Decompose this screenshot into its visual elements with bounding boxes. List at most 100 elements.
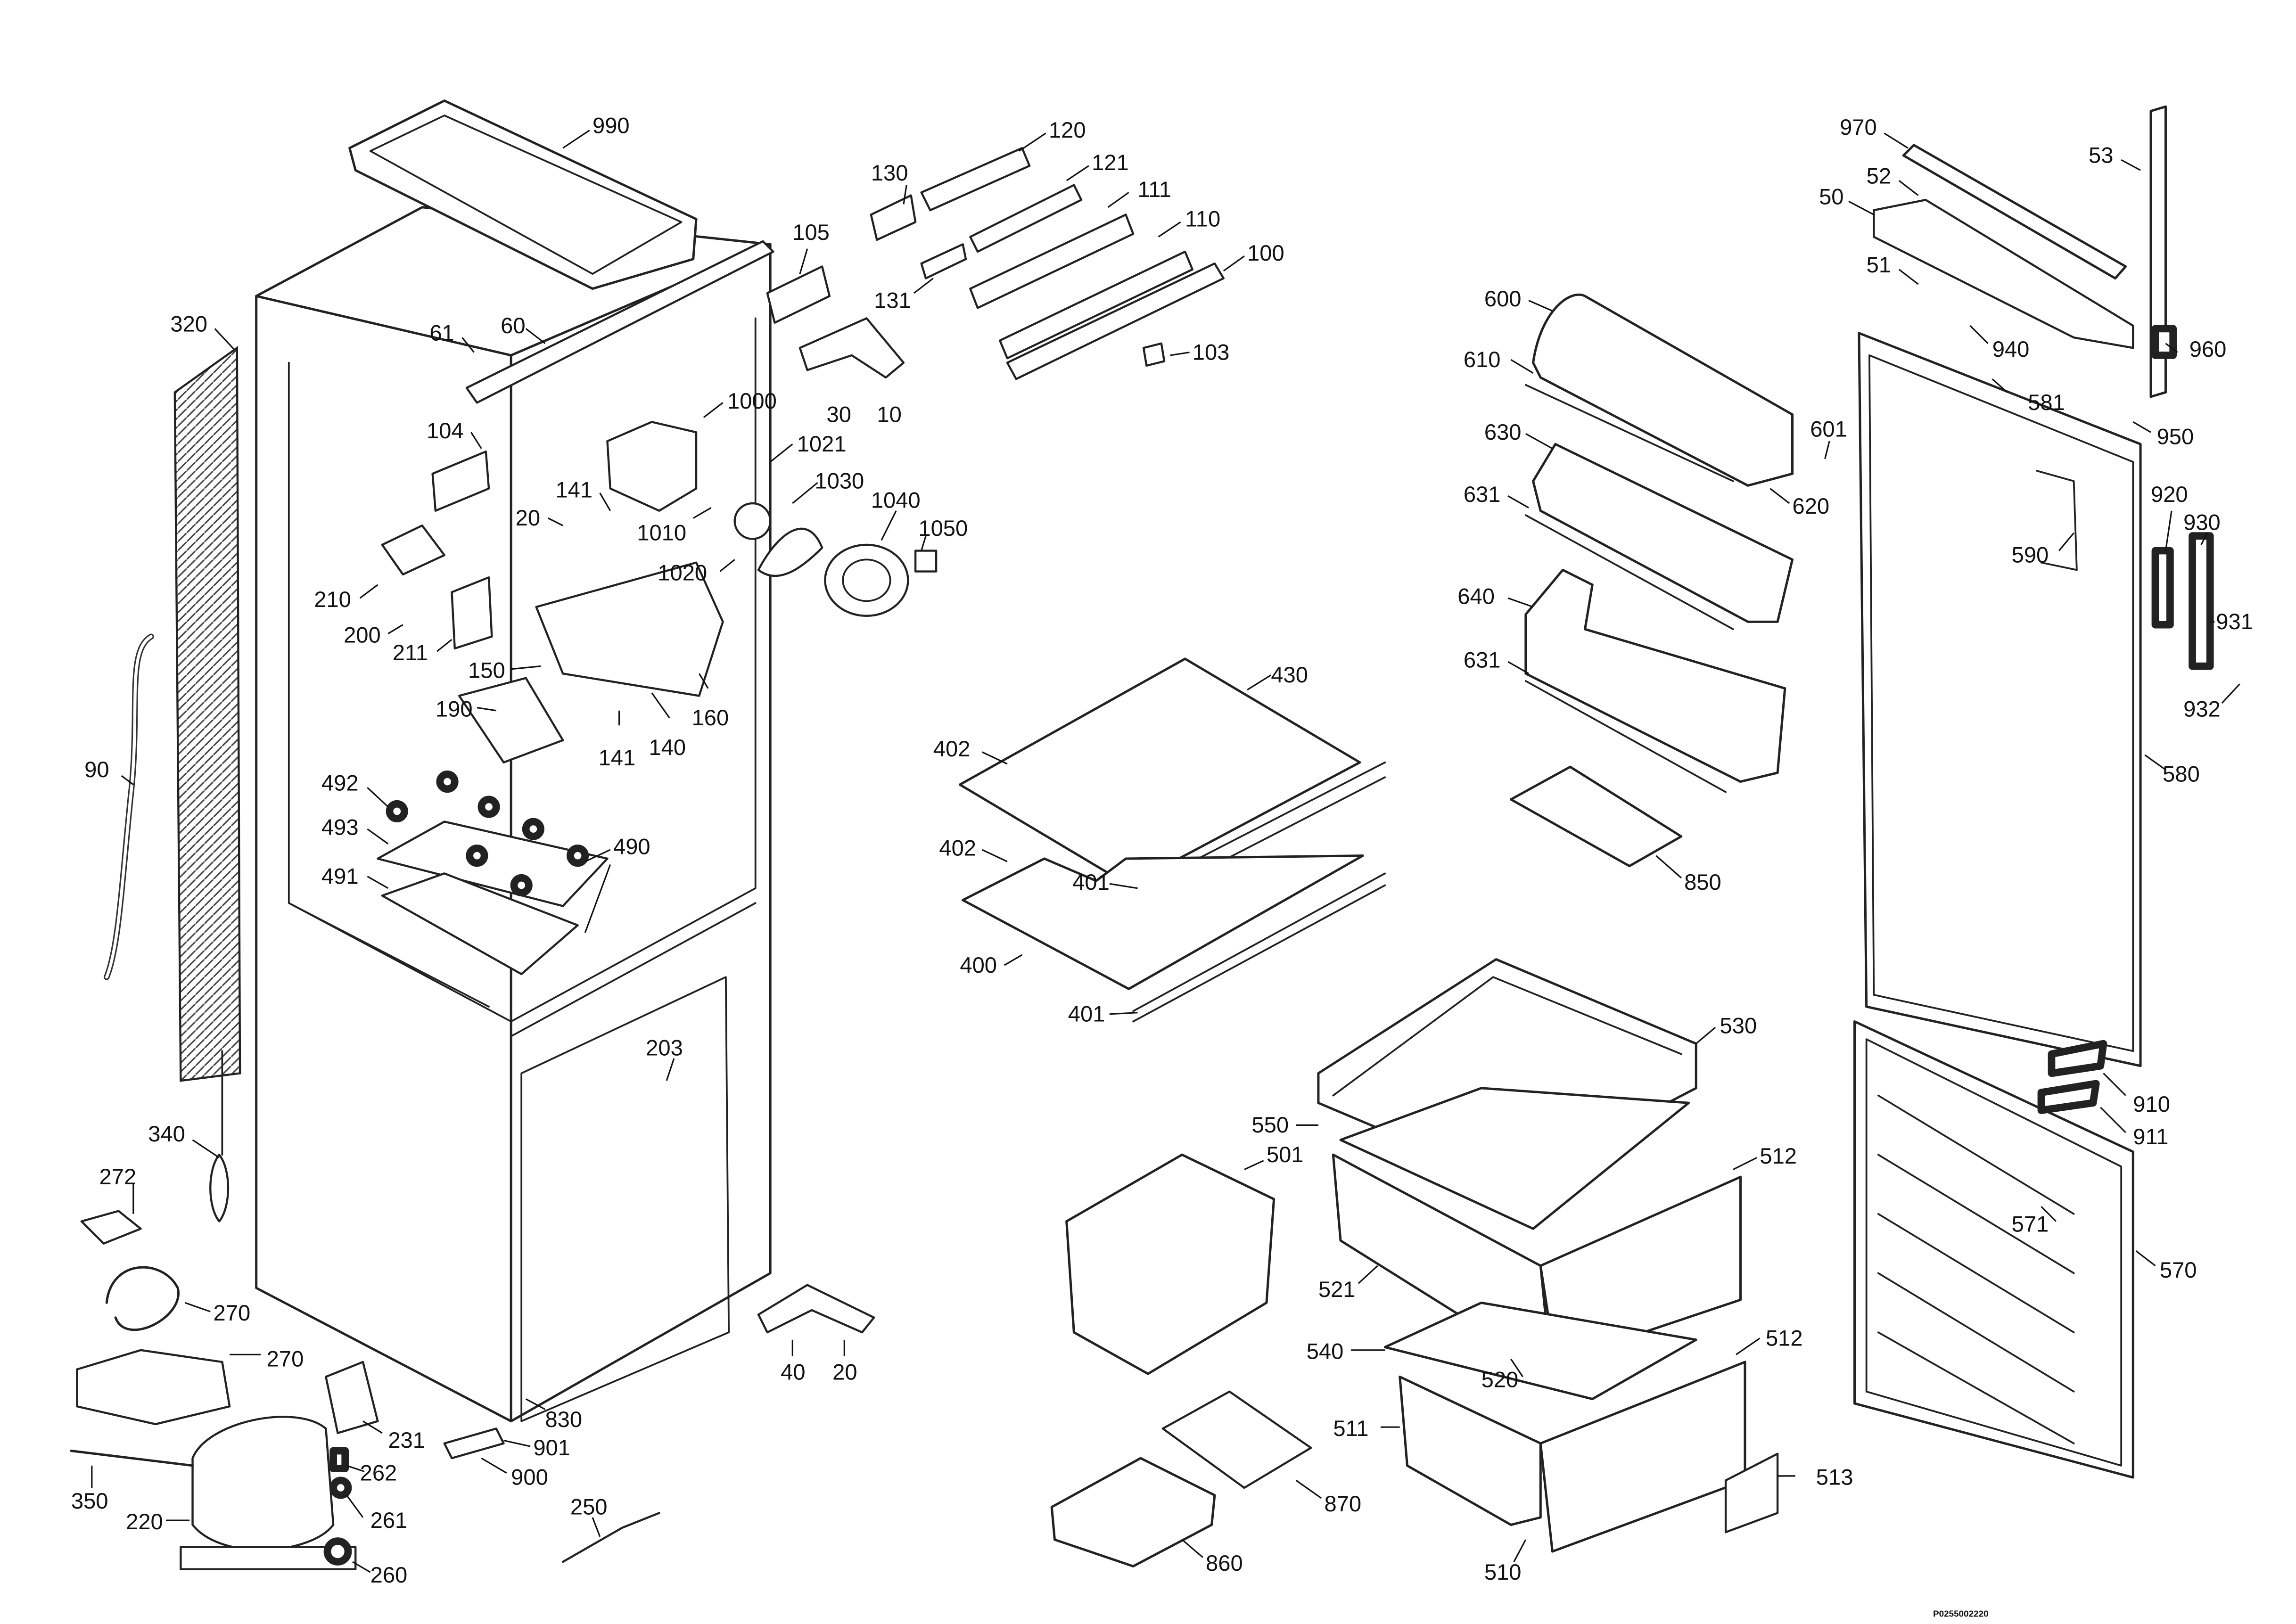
label-601: 601 xyxy=(1810,417,1847,442)
label-60: 60 xyxy=(501,313,525,338)
label-1040: 1040 xyxy=(871,487,921,512)
label-52: 52 xyxy=(1867,164,1891,189)
label-272: 272 xyxy=(99,1164,137,1189)
label-492: 492 xyxy=(321,770,359,795)
label-270b: 270 xyxy=(267,1346,304,1371)
label-631a: 631 xyxy=(1464,482,1501,507)
label-401b: 401 xyxy=(1068,1001,1105,1026)
rail-60 xyxy=(465,240,774,404)
part-labels: 990 120 121 130 111 110 131 100 103 105 … xyxy=(71,113,2253,1619)
label-1000: 1000 xyxy=(727,388,777,413)
label-550: 550 xyxy=(1251,1112,1289,1137)
label-262: 262 xyxy=(360,1460,397,1485)
label-530: 530 xyxy=(1720,1013,1757,1038)
label-402a: 402 xyxy=(933,736,971,761)
label-100: 100 xyxy=(1247,240,1284,265)
label-620: 620 xyxy=(1793,493,1830,518)
label-491: 491 xyxy=(321,863,359,888)
label-20a: 20 xyxy=(516,505,540,530)
label-401a: 401 xyxy=(1072,869,1110,894)
label-270a: 270 xyxy=(214,1300,251,1325)
label-600: 600 xyxy=(1484,286,1522,311)
label-910: 910 xyxy=(2133,1091,2170,1116)
label-490: 490 xyxy=(613,834,650,859)
label-900: 900 xyxy=(511,1465,548,1490)
label-261: 261 xyxy=(370,1508,408,1533)
label-200: 200 xyxy=(344,622,381,647)
door-handle-parts xyxy=(1873,105,2214,1114)
label-512b: 512 xyxy=(1766,1325,1803,1350)
label-260: 260 xyxy=(370,1562,408,1587)
label-203: 203 xyxy=(646,1035,683,1060)
interior-parts xyxy=(381,524,724,763)
label-580: 580 xyxy=(2163,762,2200,787)
label-493: 493 xyxy=(321,815,359,840)
label-830: 830 xyxy=(545,1407,582,1432)
label-141a: 141 xyxy=(555,477,593,502)
compressor-section xyxy=(70,1050,660,1570)
shelf-support-490 xyxy=(377,771,609,976)
label-20b: 20 xyxy=(832,1360,857,1385)
label-911: 911 xyxy=(2133,1124,2168,1149)
label-901: 901 xyxy=(533,1435,570,1460)
small-accessories xyxy=(1050,1153,1312,1568)
label-510: 510 xyxy=(1484,1559,1522,1584)
label-930: 930 xyxy=(2183,510,2221,535)
label-160: 160 xyxy=(692,705,729,730)
bracket-105 xyxy=(766,265,831,324)
label-610: 610 xyxy=(1464,347,1501,372)
cabinet-body-shape xyxy=(255,206,772,1423)
label-850: 850 xyxy=(1684,869,1721,894)
cover-104 xyxy=(431,450,490,512)
label-1030: 1030 xyxy=(815,468,864,493)
label-211: 211 xyxy=(393,640,428,665)
label-1010: 1010 xyxy=(637,520,686,545)
label-540: 540 xyxy=(1307,1339,1344,1364)
lower-door-570 xyxy=(1853,1020,2134,1479)
label-1021: 1021 xyxy=(797,431,847,456)
label-50: 50 xyxy=(1819,184,1843,209)
label-571: 571 xyxy=(2012,1212,2049,1237)
label-111: 111 xyxy=(1138,177,1172,202)
label-950: 950 xyxy=(2157,424,2194,449)
label-870: 870 xyxy=(1324,1491,1361,1516)
label-121: 121 xyxy=(1092,150,1129,175)
label-190: 190 xyxy=(436,696,473,721)
label-430: 430 xyxy=(1271,662,1308,687)
label-320: 320 xyxy=(170,312,207,336)
label-940: 940 xyxy=(1992,336,2030,361)
label-511: 511 xyxy=(1333,1416,1368,1441)
label-400: 400 xyxy=(960,952,997,977)
label-990: 990 xyxy=(593,113,630,138)
label-501: 501 xyxy=(1267,1142,1304,1167)
label-920: 920 xyxy=(2151,482,2188,507)
label-1020: 1020 xyxy=(658,560,707,585)
drawing-code: P0255002220 xyxy=(1933,1608,1988,1618)
label-104: 104 xyxy=(427,418,464,443)
label-520: 520 xyxy=(1481,1367,1519,1392)
label-350: 350 xyxy=(71,1488,108,1513)
control-panel-assembly xyxy=(870,147,1225,380)
door-seal-320 xyxy=(173,345,241,1082)
label-402b: 402 xyxy=(939,836,976,861)
label-521: 521 xyxy=(1318,1277,1356,1302)
label-513: 513 xyxy=(1816,1465,1853,1490)
label-53: 53 xyxy=(2089,143,2113,168)
label-590: 590 xyxy=(2012,542,2049,567)
bottom-hinge xyxy=(757,1284,875,1334)
label-960: 960 xyxy=(2189,336,2227,361)
label-220: 220 xyxy=(126,1509,163,1534)
label-90: 90 xyxy=(84,757,109,782)
glass-shelves xyxy=(958,657,1386,1023)
label-340: 340 xyxy=(148,1121,185,1146)
label-51: 51 xyxy=(1867,252,1891,277)
label-581: 581 xyxy=(2028,390,2065,415)
label-1050: 1050 xyxy=(918,516,968,541)
label-140: 140 xyxy=(649,735,686,760)
label-210: 210 xyxy=(314,587,351,612)
label-630: 630 xyxy=(1484,419,1522,444)
label-10: 10 xyxy=(877,402,901,427)
top-cover-990 xyxy=(348,99,698,290)
label-631b: 631 xyxy=(1464,648,1501,673)
